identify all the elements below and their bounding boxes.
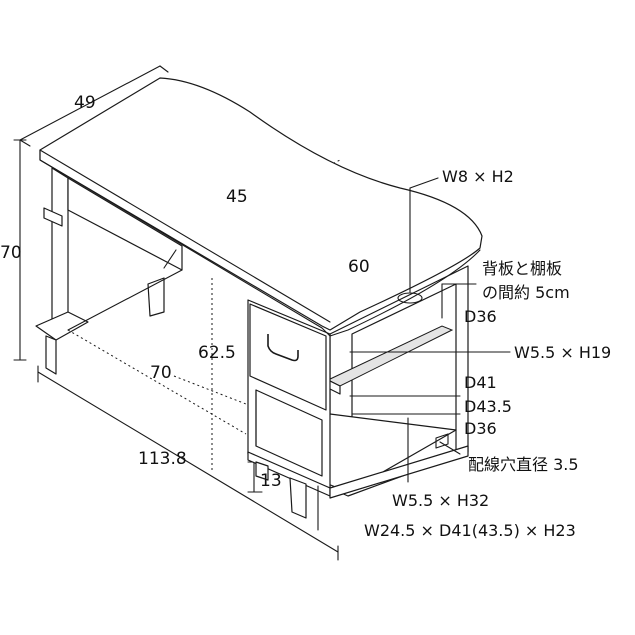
knee-height-label: 62.5	[198, 343, 236, 363]
total-width-label: 113.8	[138, 449, 187, 469]
leader-lines	[317, 177, 511, 531]
callout-labels: W8 × H2 背板と棚板 の間約 5cm D36 W5.5 × H19 D41…	[364, 167, 611, 540]
cable-hole-label: W8 × H2	[442, 167, 514, 186]
top-width-label: 45	[226, 187, 248, 207]
top-length-label: 60	[348, 257, 370, 277]
d36-top-label: D36	[464, 307, 497, 326]
foot-height-label: 13	[260, 471, 282, 491]
back-gap-label-line2: の間約 5cm	[482, 283, 570, 302]
lower-shelf-label: W5.5 × H32	[392, 491, 489, 510]
d435-label: D43.5	[464, 397, 512, 416]
wiring-hole-label: 配線穴直径 3.5	[468, 455, 579, 474]
back-gap-label-line1: 背板と棚板	[482, 259, 562, 278]
d41-label: D41	[464, 373, 497, 392]
height-label: 70	[0, 243, 22, 263]
dimension-lines	[13, 65, 339, 561]
dimension-labels: 49 70 45 60 70 62.5 113.8 13	[0, 93, 370, 491]
left-side-panel	[35, 167, 183, 375]
d36-bottom-label: D36	[464, 419, 497, 438]
desk-top	[39, 77, 483, 337]
knee-width-label: 70	[150, 363, 172, 383]
drawer-handle	[267, 334, 299, 362]
drawer-front	[249, 303, 327, 411]
cabinet-size-label: W24.5 × D41(43.5) × H23	[364, 521, 576, 540]
cabinet	[247, 265, 469, 519]
upper-shelf-label: W5.5 × H19	[514, 343, 611, 362]
depth-label: 49	[74, 93, 96, 113]
